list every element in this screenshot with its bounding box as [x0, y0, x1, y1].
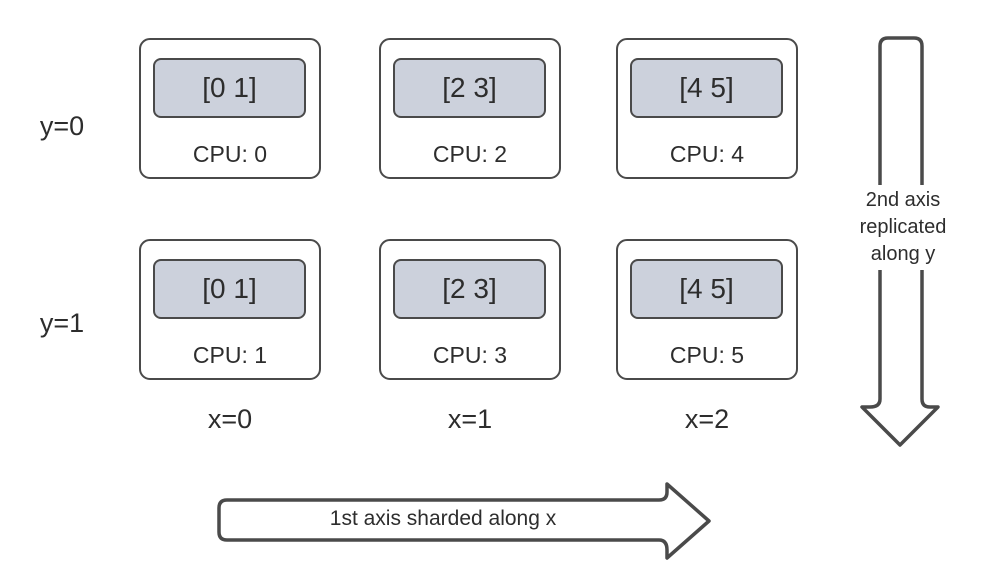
shard-chip: [0 1]	[153, 259, 306, 319]
device-box-cpu4: [4 5] CPU: 4	[616, 38, 798, 179]
device-box-cpu1: [0 1] CPU: 1	[139, 239, 321, 380]
right-arrow-icon	[217, 482, 711, 560]
device-box-cpu0: [0 1] CPU: 0	[139, 38, 321, 179]
row-label-y0: y=0	[39, 111, 85, 141]
y-axis-annotation-line3: along y	[870, 243, 936, 265]
cpu-label: CPU: 4	[669, 141, 745, 167]
y-axis-annotation-line1: 2nd axis	[865, 189, 941, 211]
col-label-x2: x=2	[684, 404, 730, 434]
shard-chip: [2 3]	[393, 58, 546, 118]
cpu-label: CPU: 1	[192, 342, 268, 368]
device-box-cpu2: [2 3] CPU: 2	[379, 38, 561, 179]
cpu-label: CPU: 0	[192, 141, 268, 167]
cpu-label: CPU: 3	[432, 342, 508, 368]
cpu-label: CPU: 2	[432, 141, 508, 167]
y-axis-annotation-line2: replicated	[859, 216, 947, 238]
row-label-y1: y=1	[39, 308, 85, 338]
y-axis-annotation: 2nd axis replicated along y	[845, 185, 961, 270]
shard-chip: [2 3]	[393, 259, 546, 319]
shard-chip: [4 5]	[630, 58, 783, 118]
device-box-cpu5: [4 5] CPU: 5	[616, 239, 798, 380]
cpu-label: CPU: 5	[669, 342, 745, 368]
shard-chip: [0 1]	[153, 58, 306, 118]
col-label-x1: x=1	[447, 404, 493, 434]
col-label-x0: x=0	[207, 404, 253, 434]
device-box-cpu3: [2 3] CPU: 3	[379, 239, 561, 380]
x-axis-annotation: 1st axis sharded along x	[329, 507, 557, 530]
shard-chip: [4 5]	[630, 259, 783, 319]
